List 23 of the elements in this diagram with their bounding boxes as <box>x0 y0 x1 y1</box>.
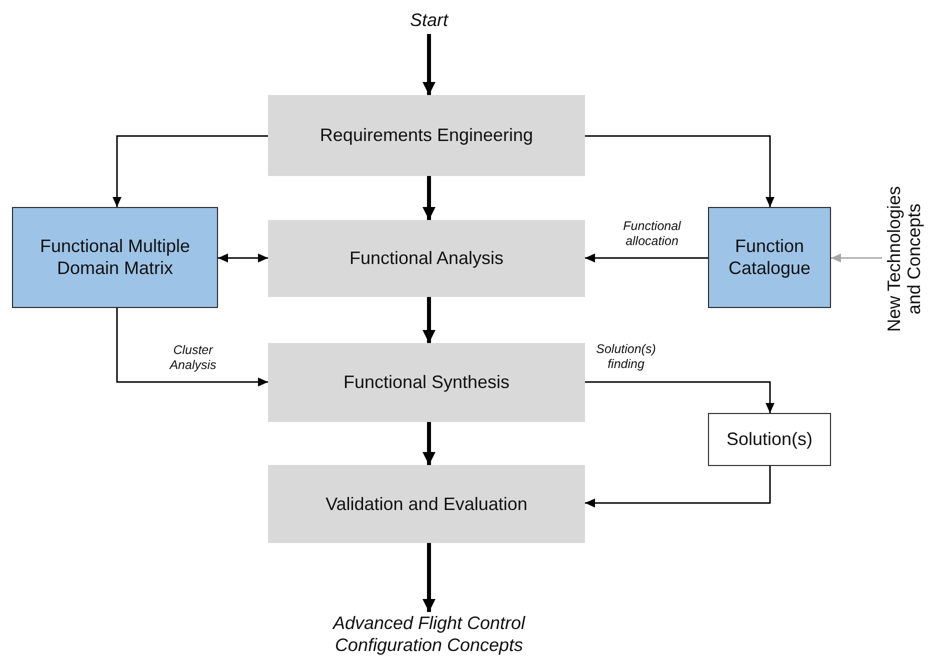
start-label: Start <box>380 8 478 34</box>
connector-arrow <box>585 381 774 413</box>
connector-arrow <box>585 466 771 508</box>
solution-box: Solution(s) <box>708 413 831 466</box>
connector-arrow <box>422 422 436 465</box>
matrix-box: Functional Multiple Domain Matrix <box>12 207 218 308</box>
output-label: Advanced Flight Control Configuration Concepts <box>300 612 558 658</box>
connector-arrow <box>218 254 268 262</box>
connector-arrow <box>422 297 436 343</box>
input-label: New Technologies and Concepts <box>882 169 928 349</box>
connector-arrow <box>112 135 268 207</box>
process-box: Functional Synthesis <box>268 343 585 422</box>
process-box: Requirements Engineering <box>268 95 585 176</box>
connector-arrow <box>585 254 708 262</box>
connector-arrow <box>585 135 774 207</box>
process-box: Validation and Evaluation <box>268 465 585 543</box>
connector-arrow <box>422 176 436 220</box>
connector-arrow <box>116 308 268 386</box>
connector-arrow <box>422 34 436 95</box>
catalogue-box: Function Catalogue <box>708 207 831 308</box>
connector-arrow <box>831 254 882 262</box>
connector-arrow <box>422 543 436 612</box>
process-box: Functional Analysis <box>268 220 585 297</box>
